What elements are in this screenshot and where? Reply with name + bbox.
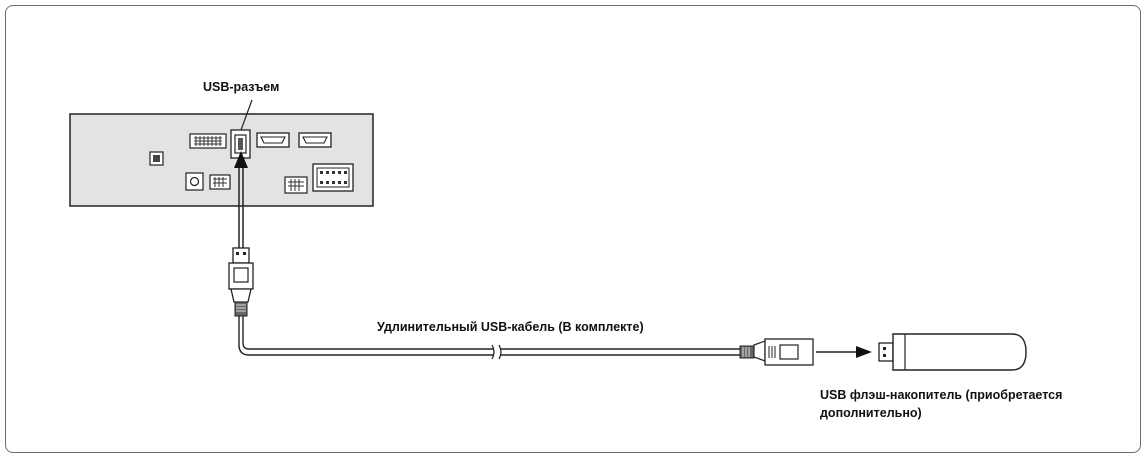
diagram-frame [5, 5, 1141, 453]
extension-cable-label: Удлинительный USB-кабель (В комплекте) [377, 320, 644, 334]
head-unit [69, 113, 374, 207]
main-harness-connector-icon [312, 163, 354, 192]
antenna-socket-icon [185, 172, 204, 191]
av-port-2-icon [298, 132, 332, 148]
arrow-right-icon [816, 346, 872, 358]
av-port-1-icon [256, 132, 290, 148]
power-connector-icon [149, 151, 164, 166]
flash-drive-label-line1: USB флэш-накопитель (приобретается [820, 388, 1063, 402]
cable-upper-segment [234, 151, 248, 250]
usb-port-label: USB-разъем [203, 80, 280, 94]
usb-cable [238, 316, 740, 360]
usb-socket-connector-icon [739, 338, 814, 366]
usb-port-leader-line [240, 99, 253, 131]
flash-drive-label-line2: дополнительно) [820, 406, 922, 421]
camera-connector-icon [284, 176, 308, 194]
small-connector-icon [209, 174, 231, 190]
harness-connector-icon [189, 133, 227, 149]
usb-plug-icon [228, 247, 254, 317]
arrow-up-icon [234, 151, 248, 168]
usb-flash-drive-icon [878, 333, 1027, 371]
flash-drive-label: USB флэш-накопитель (приобретается допол… [820, 386, 1140, 422]
